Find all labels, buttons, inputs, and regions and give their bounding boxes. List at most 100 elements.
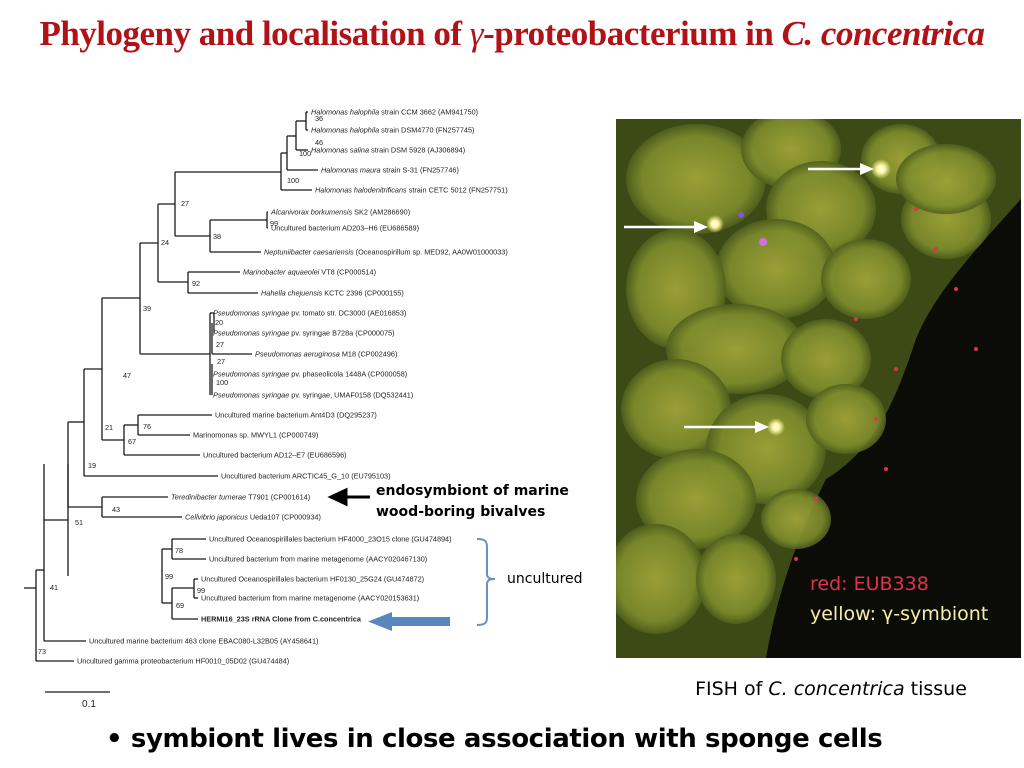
bullet-text: symbiont lives in close association with…	[130, 724, 883, 754]
fish-red-signal	[874, 417, 878, 421]
scale-bar: 0.1	[45, 691, 110, 710]
taxon-label: Halomonas salina strain DSM 5928 (AJ3068…	[311, 146, 465, 155]
taxon-label: Neptuniibacter caesariensis (Oceanospiri…	[264, 248, 508, 257]
fish-cell	[621, 359, 731, 459]
endosymbiont-label-line2: wood-boring bivalves	[376, 504, 546, 520]
fish-cell	[781, 319, 871, 399]
taxon-label: Hahella chejuensis KCTC 2396 (CP000155)	[261, 289, 404, 298]
bootstrap-value: 100	[287, 176, 299, 185]
bootstrap-value: 92	[192, 279, 200, 288]
phylogenetic-tree: Halomonas halophila strain CCM 3662 (AM9…	[24, 108, 508, 710]
bullet-point: • symbiont lives in close association wi…	[106, 724, 883, 754]
fish-red-signal	[794, 557, 798, 561]
fish-red-signal	[934, 247, 938, 251]
hermi16-arrow	[368, 612, 450, 631]
title-gamma: γ	[469, 14, 484, 53]
fish-red-signal	[914, 207, 918, 211]
taxon-label: Uncultured bacterium ARCTIC45_G_10 (EU79…	[221, 472, 391, 481]
bootstrap-value: 67	[128, 437, 136, 446]
taxon-label: Uncultured marine bacterium 463 clone EB…	[89, 637, 318, 646]
bootstrap-value: 39	[143, 304, 151, 313]
uncultured-label: uncultured	[507, 571, 583, 587]
title-middle: -proteobacterium in	[483, 14, 782, 53]
tree-taxon-labels: Halomonas halophila strain CCM 3662 (AM9…	[77, 108, 508, 666]
taxon-label: Pseudomonas syringae pv. syringae B728a …	[213, 329, 395, 338]
taxon-label: Pseudomonas syringae pv. tomato str. DC3…	[213, 309, 406, 318]
taxon-label: Pseudomonas syringae pv. phaseolicola 14…	[213, 370, 407, 379]
bootstrap-value: 73	[38, 647, 46, 656]
taxon-label: Uncultured Oceanospirillales bacterium H…	[201, 575, 424, 584]
bootstrap-value: 24	[161, 238, 169, 247]
taxon-label: Halomonas maura strain S-31 (FN257746)	[321, 166, 459, 175]
bootstrap-value: 100	[216, 378, 228, 387]
bootstrap-value: 100	[299, 149, 311, 158]
fish-cell	[761, 489, 831, 549]
fish-arrows	[624, 163, 874, 433]
bootstrap-value: 99	[165, 572, 173, 581]
bootstrap-value: 27	[181, 199, 189, 208]
fish-micrograph	[616, 119, 1021, 658]
bootstrap-value: 19	[88, 461, 96, 470]
taxon-label: Halomonas halophila strain DSM4770 (FN25…	[311, 126, 474, 135]
fish-red-signal	[894, 367, 898, 371]
taxon-label: Uncultured Oceanospirillales bacterium H…	[209, 535, 452, 544]
bullet-marker: •	[106, 724, 131, 754]
fish-legend-yellow: yellow: γ-symbiont	[810, 603, 989, 625]
fish-red-signal	[974, 347, 978, 351]
fish-cell	[806, 384, 886, 454]
fish-legend-red: red: EUB338	[810, 573, 929, 595]
title-species: C. concentrica	[781, 14, 985, 53]
taxon-label: Marinobacter aquaeolei VT8 (CP000514)	[243, 268, 376, 277]
fish-red-signal	[884, 467, 888, 471]
taxon-label: HERMI16_23S rRNA Clone from C.concentric…	[201, 615, 362, 624]
tree-branches	[24, 111, 318, 662]
bootstrap-value: 78	[175, 546, 183, 555]
tree-bootstrap-values: 3646100100279938249239202727100477667211…	[38, 114, 323, 656]
fish-micrograph-image	[616, 119, 1021, 658]
bootstrap-value: 43	[112, 505, 120, 514]
bootstrap-value: 46	[315, 138, 323, 147]
bootstrap-value: 99	[197, 586, 205, 595]
endosymbiont-arrow	[327, 487, 370, 507]
fish-red-signal	[854, 317, 858, 321]
fish-cell	[716, 219, 836, 319]
fish-cell	[616, 524, 706, 634]
taxon-label: Pseudomonas syringae pv. syringae, UMAF0…	[213, 391, 413, 400]
taxon-label: Uncultured bacterium AD203–H6 (EU686589)	[271, 224, 419, 233]
taxon-label: Uncultured bacterium from marine metagen…	[201, 594, 419, 603]
taxon-label: Teredinibacter turnerae T7901 (CP001614)	[171, 493, 310, 502]
taxon-label: Cellvibrio japonicus Ueda107 (CP000934)	[185, 513, 321, 522]
bootstrap-value: 20	[215, 318, 223, 327]
bootstrap-value: 21	[105, 423, 113, 432]
bootstrap-value: 41	[50, 583, 58, 592]
taxon-label: Pseudomonas aeruginosa M18 (CP002496)	[255, 350, 397, 359]
fish-cell	[896, 144, 996, 214]
fish-red-signal	[814, 497, 818, 501]
taxon-label: Marinomonas sp. MWYL1 (CP000749)	[193, 431, 318, 440]
fish-cell	[626, 124, 766, 234]
bootstrap-value: 27	[216, 340, 224, 349]
bootstrap-value: 36	[315, 114, 323, 123]
bootstrap-value: 69	[176, 601, 184, 610]
fish-cell	[821, 239, 911, 319]
title-main: Phylogeny and localisation of	[39, 14, 470, 53]
fish-caption: FISH of C. concentrica tissue	[616, 678, 1024, 700]
fish-caption-pre: FISH of	[695, 678, 769, 700]
bootstrap-value: 47	[123, 371, 131, 380]
taxon-label: Uncultured bacterium AD12–E7 (EU686596)	[203, 451, 347, 460]
fish-cells	[616, 119, 996, 634]
taxon-label: Uncultured marine bacterium Ant4D3 (DQ29…	[215, 411, 377, 420]
taxon-label: Uncultured gamma proteobacterium HF0010_…	[77, 657, 289, 666]
fish-cell	[696, 534, 776, 624]
slide-title: Phylogeny and localisation of γ-proteoba…	[0, 14, 1024, 54]
bootstrap-value: 27	[217, 357, 225, 366]
scale-bar-label: 0.1	[82, 699, 96, 710]
bootstrap-value: 76	[143, 422, 151, 431]
bootstrap-value: 99	[270, 219, 278, 228]
bootstrap-value: 51	[75, 518, 83, 527]
fish-cell	[636, 449, 756, 549]
fish-red-signal	[954, 287, 958, 291]
fish-red-signals	[794, 207, 978, 561]
fish-caption-post: tissue	[904, 678, 967, 700]
